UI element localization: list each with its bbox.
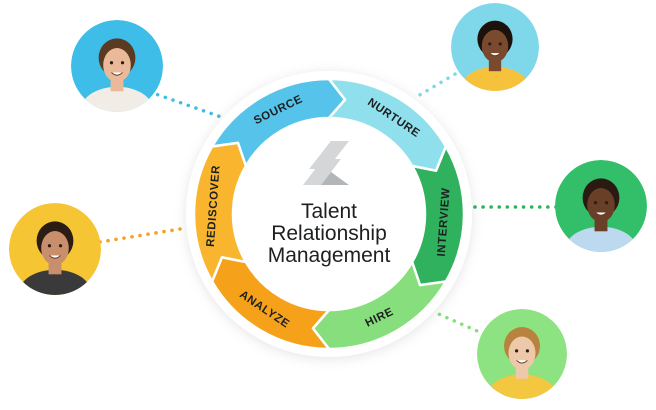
connector-man-glasses	[150, 92, 224, 118]
man-glasses-avatar	[71, 20, 163, 133]
connector-woman-blonde	[434, 312, 484, 334]
center-title-line-2: Relationship	[271, 222, 387, 245]
connector-woman-curly	[418, 70, 462, 96]
woman-curly-avatar	[451, 3, 539, 111]
man-yellow-avatar	[9, 203, 101, 316]
man-green-avatar	[555, 160, 647, 273]
connector-man-yellow	[100, 229, 180, 242]
center-title-line-3: Management	[268, 244, 391, 267]
woman-blonde-avatar	[477, 309, 567, 405]
center-title-line-1: Talent	[301, 200, 357, 223]
